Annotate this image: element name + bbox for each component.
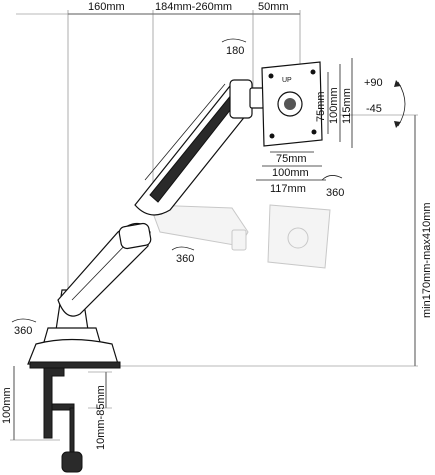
plate-hub-center — [284, 98, 296, 110]
plate-rotation-label: 180 — [226, 45, 244, 57]
dim-top-left: 160mm — [88, 1, 125, 13]
vesa-hole-bl — [269, 133, 275, 139]
vesa-h-small-label: 75mm — [276, 153, 307, 165]
elbow-joint — [118, 222, 152, 250]
base-swivel-arc — [11, 318, 37, 323]
desk-thickness-label: 10mm-85mm — [95, 385, 107, 450]
up-mark: UP — [282, 77, 292, 84]
vesa-h-large-label: 100mm — [272, 167, 309, 179]
clamp-jaw — [51, 403, 75, 411]
tilt-up-label: +90 — [364, 77, 383, 89]
ghost-vesa-plate — [267, 204, 331, 269]
vesa-v-outer-label: 115mm — [341, 88, 353, 124]
arm-lowered-ghost — [149, 204, 331, 269]
tilt-down-label: -45 — [366, 103, 382, 115]
tilt-arrow-up — [394, 80, 401, 87]
vesa-v-small-label: 75mm — [315, 91, 327, 122]
ghost-plate-hub — [287, 227, 309, 249]
mid-swivel-arc — [171, 246, 195, 251]
plate-connector — [249, 87, 265, 109]
base-swivel-label: 360 — [14, 325, 32, 337]
vesa-h-outer-label: 117mm — [270, 183, 306, 195]
clamp-screw — [69, 407, 75, 453]
upper-arm-edge — [144, 83, 226, 181]
vesa-hole-br — [311, 129, 317, 135]
lower-arm-edge — [71, 239, 131, 301]
c-clamp-body — [43, 367, 65, 439]
tilt-arrow-down — [394, 121, 401, 128]
head-swivel-arc — [321, 175, 343, 181]
mid-swivel-label: 360 — [176, 253, 194, 265]
vesa-hole-tr — [310, 69, 316, 75]
tilt-arc — [397, 81, 406, 127]
tilt-joint — [229, 79, 253, 119]
vesa-plate: UP — [261, 61, 323, 147]
ghost-tilt-joint — [231, 229, 247, 251]
upper-arm-spring — [149, 93, 239, 203]
vesa-hole-tl — [268, 73, 274, 79]
vesa-v-large-label: 100mm — [328, 87, 340, 124]
head-swivel-label: 360 — [326, 187, 344, 199]
plate-rotation-arc — [221, 38, 247, 43]
dim-top-range: 184mm-260mm — [155, 1, 232, 13]
desk-base — [27, 338, 119, 365]
clamp-knob — [61, 451, 83, 473]
clamp-height-label: 100mm — [1, 387, 13, 424]
height-range-label: min170mm-max410mm — [421, 202, 433, 318]
base-plate — [29, 361, 121, 369]
dim-top-right: 50mm — [258, 1, 289, 13]
